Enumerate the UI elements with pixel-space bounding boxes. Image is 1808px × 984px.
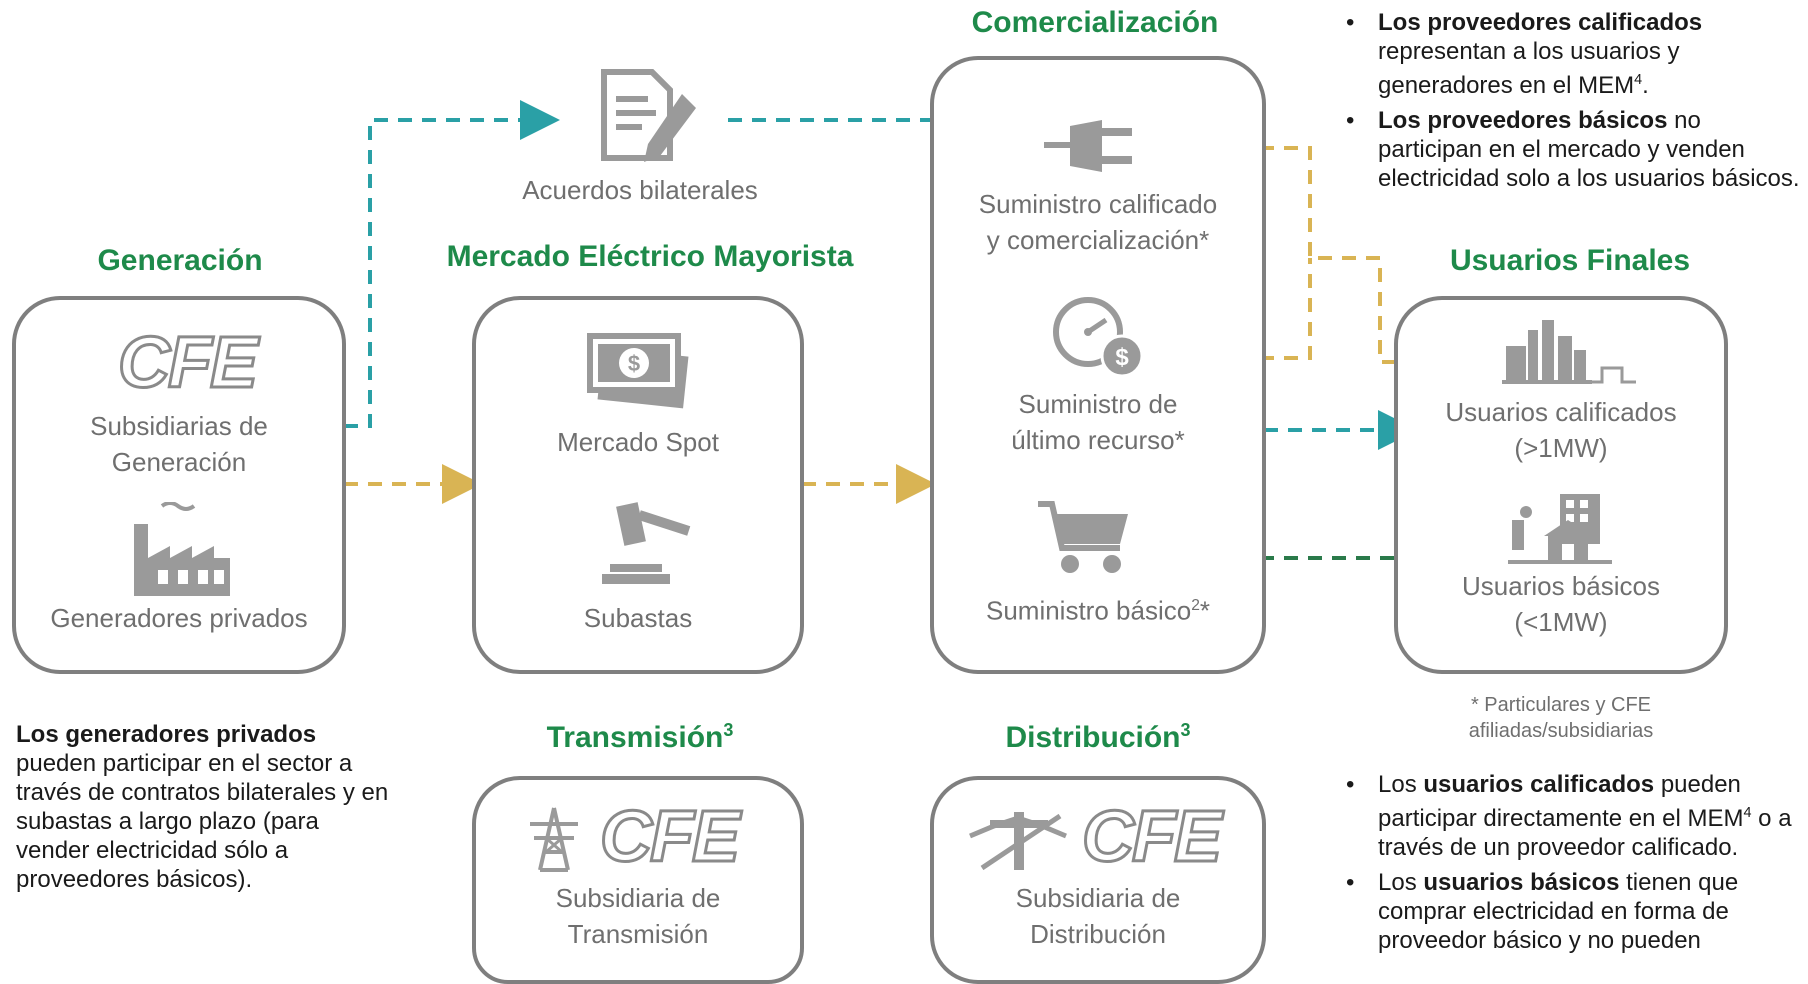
mercado-box [472,296,804,674]
usuarios-basicos-label: Usuarios básicos(<1MW) [1462,571,1660,637]
arrow-ultimo-to-usuarios [1188,258,1312,360]
contract-icon [601,69,696,162]
cfe-logo-transmision: CFE [599,796,742,879]
shopping-cart-icon [1038,501,1128,573]
arrow-calificado-to-usuarios [1188,146,1448,382]
mercado-spot-label: Mercado Spot [557,427,719,457]
acuerdos-label: Acuerdos bilaterales [522,175,758,205]
title-comercializacion: Comercialización [971,6,1219,39]
usuarios-calificados-label: Usuarios calificados(>1MW) [1445,397,1677,463]
gauge-dollar-icon: $ [1053,297,1144,378]
subastas-label: Subastas [583,603,693,633]
factory-icon [134,502,230,596]
bullet-usuarios-calificados: Los usuarios calificados pueden particip… [1336,770,1806,862]
cfe-logo-distribucion: CFE [1081,796,1224,879]
title-transmision: Transmisión3 [546,720,734,754]
generacion-box [12,296,346,674]
transmision-box [472,776,804,984]
transmission-tower-icon [530,807,578,872]
title-distribucion: Distribución3 [1005,720,1191,754]
privados-note: Los generadores privados pueden particip… [16,721,389,893]
title-generacion: Generación [97,244,263,277]
bullet-proveedores-calificados: Los proveedores calificados representan … [1336,8,1806,100]
plug-icon [1044,120,1132,172]
svg-text:$: $ [628,351,640,376]
generadores-privados-label: Generadores privados [50,603,308,633]
title-usuarios-finales: Usuarios Finales [1449,244,1691,277]
top-bullets: Los proveedores calificados representan … [1336,8,1806,199]
suministro-basico-label: Suministro básico2* [985,595,1210,626]
distribucion-box [930,776,1266,984]
money-icon: $ [587,333,689,409]
arrow-generacion-to-acuerdos [344,100,560,428]
cfe-logo-generacion: CFE [117,322,260,405]
bullet-usuarios-basicos: Los usuarios básicos tienen que comprar … [1336,868,1806,955]
houses-buildings-icon [1508,494,1612,564]
industrial-plant-icon [1502,320,1636,384]
svg-text:$: $ [1115,344,1129,371]
gavel-icon [602,502,691,584]
bottom-bullets: Los usuarios calificados pueden particip… [1336,770,1806,961]
title-mercado: Mercado Eléctrico Mayorista [446,240,854,273]
distribution-pole-icon [969,812,1067,871]
usuarios-finales-box [1394,296,1728,674]
bullet-proveedores-basicos: Los proveedores básicos no participan en… [1336,106,1806,193]
